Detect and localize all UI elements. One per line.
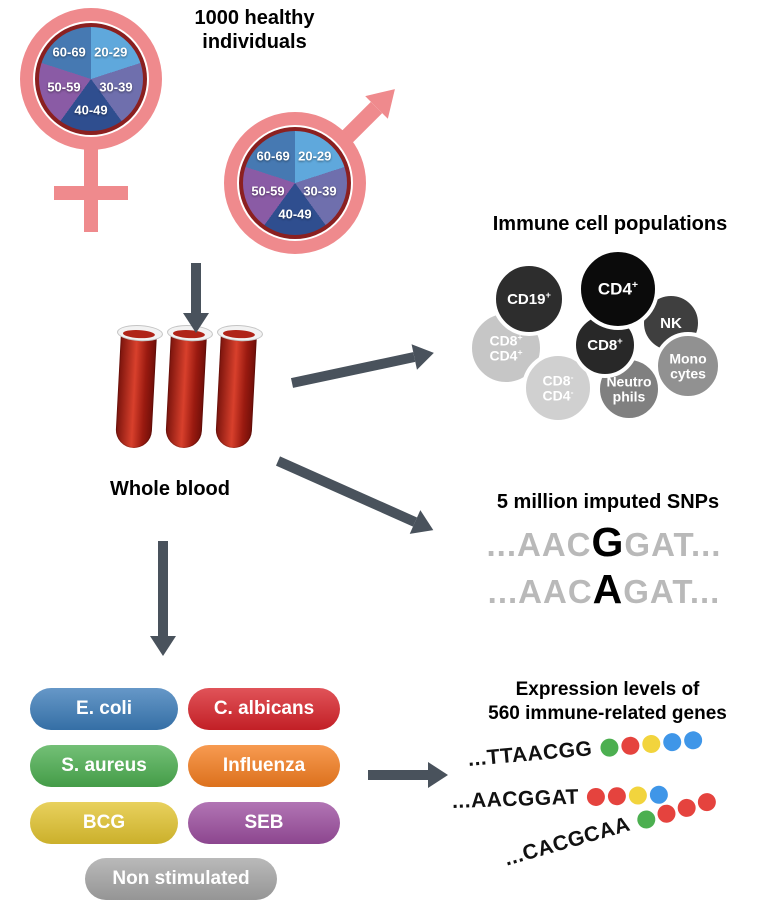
pie-label-20-29: 20-29 (298, 148, 332, 164)
arrow-bar (368, 770, 428, 780)
expression-dot (620, 736, 640, 756)
stim-non-stimulated: Non stimulated (85, 858, 277, 900)
expression-title-line2: 560 immune-related genes (488, 703, 727, 724)
stim-label: Influenza (222, 755, 306, 776)
stim-label: BCG (82, 812, 126, 833)
stim-bcg: BCG (30, 802, 178, 844)
snp-sequence-alt: ...AACAGAT... (448, 567, 760, 614)
cell-label: CD4- (542, 387, 574, 404)
female-circle: 20-29 30-39 40-49 50-59 60-69 (20, 8, 162, 150)
expression-dot (683, 730, 703, 751)
cell-label: CD4+ (597, 278, 639, 299)
snp-variant-g: G (591, 519, 625, 565)
cohort-title-line2: individuals (202, 31, 307, 53)
cohort-title: 1000 healthy individuals (172, 6, 337, 54)
stim-label: Non stimulated (112, 868, 250, 889)
pie-label-20-29: 20-29 (94, 44, 128, 60)
flow-arrow-blood-to-snps (273, 449, 439, 543)
stim-label: S. aureus (61, 755, 147, 776)
cell-label: phils (612, 388, 646, 405)
pie-label-30-39: 30-39 (99, 79, 133, 95)
stim-label: E. coli (76, 698, 132, 719)
pie-label-60-69: 60-69 (256, 148, 290, 164)
flow-arrow-stim-to-expression (368, 762, 448, 788)
snp-prefix: ...AAC (486, 526, 592, 563)
arrow-bar (158, 541, 168, 636)
stim-e-coli: E. coli (30, 688, 178, 730)
cell-cd4: CD4+ (577, 248, 659, 330)
cell-cd19: CD19+ (492, 262, 566, 336)
expression-dot (655, 802, 678, 825)
snp-sequences: ...AACGGAT... ...AACAGAT... (448, 520, 760, 614)
whole-blood-label: Whole blood (110, 478, 230, 500)
immune-cells-title: Immune cell populations (492, 213, 728, 235)
male-circle: 20-29 30-39 40-49 50-59 60-69 (224, 112, 366, 254)
arrow-head (183, 313, 209, 333)
cell-label: CD8+ (489, 331, 523, 349)
expression-dot (695, 791, 718, 814)
blood-tube (114, 331, 158, 449)
arrow-head (409, 510, 439, 543)
arrow-bar (275, 456, 418, 527)
snp-prefix: ...AAC (487, 573, 593, 610)
flow-arrow-blood-to-stimulations (150, 541, 176, 656)
snp-suffix: GAT... (624, 526, 722, 563)
snps-title: 5 million imputed SNPs (496, 491, 720, 513)
pie-label-40-49: 40-49 (278, 206, 312, 222)
cell-label: NK (660, 314, 682, 332)
cell-label: CD4+ (489, 347, 523, 364)
cell-label: CD8- (542, 371, 574, 389)
gene-expression-row-1: ...TTAACGG (467, 728, 703, 772)
expression-title-line1: Expression levels of (515, 679, 700, 700)
cell-monocytes: Mono cytes (654, 332, 722, 400)
expression-title: Expression levels of 560 immune-related … (450, 678, 765, 726)
snp-sequence-ref: ...AACGGAT... (448, 520, 760, 567)
expression-dot (662, 732, 682, 752)
stim-s-aureus: S. aureus (30, 745, 178, 787)
expression-dot (641, 734, 661, 754)
blood-tube (214, 331, 258, 449)
cohort-title-line1: 1000 healthy (194, 7, 315, 29)
expression-dot (586, 787, 606, 807)
cell-label: CD19+ (507, 289, 551, 308)
blood-tube (164, 331, 208, 449)
stim-c-albicans: C. albicans (188, 688, 340, 730)
cell-label: CD8+ (587, 335, 623, 354)
arrow-bar (290, 352, 416, 388)
arrow-bar (191, 263, 201, 313)
snp-suffix: GAT... (623, 573, 721, 610)
pie-label-30-39: 30-39 (303, 183, 337, 199)
arrow-head (411, 340, 437, 370)
flow-arrow-blood-to-cells (289, 340, 437, 396)
cell-label: Neutro (606, 373, 652, 390)
stim-label: SEB (244, 812, 284, 833)
stim-label: C. albicans (213, 698, 315, 719)
arrow-head (428, 762, 448, 788)
arrow-head (150, 636, 176, 656)
stim-influenza: Influenza (188, 745, 340, 787)
stim-seb: SEB (188, 802, 340, 844)
expression-dot (599, 737, 619, 758)
pie-label-50-59: 50-59 (251, 183, 285, 199)
expression-dot (635, 808, 658, 831)
expression-dot (607, 786, 627, 806)
pie-label-50-59: 50-59 (47, 79, 81, 95)
pie-label-60-69: 60-69 (52, 44, 86, 60)
pie-label-40-49: 40-49 (74, 102, 108, 118)
flow-arrow-cohort-to-blood (183, 263, 209, 333)
cell-label: Mono (669, 350, 707, 367)
expression-dot (675, 796, 698, 820)
gene-sequence: ...AACGGAT (451, 785, 580, 813)
expression-dot (628, 786, 648, 805)
gene-sequence: ...CACGCAA (501, 812, 633, 871)
gene-sequence: ...TTAACGG (466, 737, 594, 771)
cell-label: cytes (670, 365, 706, 382)
snp-variant-a: A (592, 566, 624, 612)
female-age-pie-chart: 20-29 30-39 40-49 50-59 60-69 (35, 23, 147, 135)
male-age-pie-chart: 20-29 30-39 40-49 50-59 60-69 (239, 127, 351, 239)
female-symbol-crossbar (54, 186, 128, 200)
